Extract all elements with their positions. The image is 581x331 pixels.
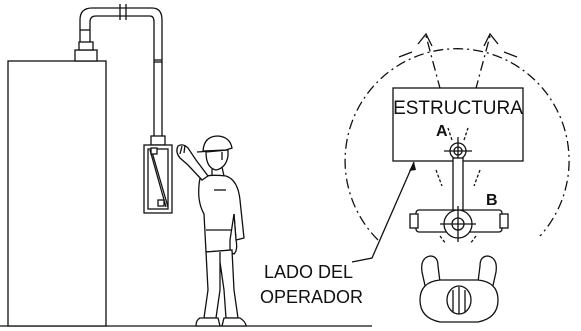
hand-control-box — [143, 144, 173, 214]
swing-arc — [344, 32, 570, 241]
lower-fitting — [150, 135, 166, 146]
point-a-label: A — [436, 123, 448, 140]
standing-operator — [176, 135, 247, 327]
articulated-pipe-arm — [74, 4, 166, 146]
control-box-top — [409, 206, 509, 245]
operator-side-label-line2: OPERADOR — [260, 287, 363, 307]
operator-side-label-line1: LADO DEL — [264, 262, 353, 282]
leader-arrowhead — [409, 162, 416, 171]
control-box-face — [147, 148, 169, 210]
point-b-label: B — [486, 192, 498, 209]
top-fitting — [74, 49, 98, 62]
operator-top-view — [419, 255, 499, 323]
pivot-a — [444, 127, 472, 165]
top-fitting-neck — [78, 41, 94, 51]
structure-label: ESTRUCTURA — [393, 98, 523, 119]
leader-line — [351, 161, 415, 263]
machine-cabinet — [7, 60, 107, 327]
